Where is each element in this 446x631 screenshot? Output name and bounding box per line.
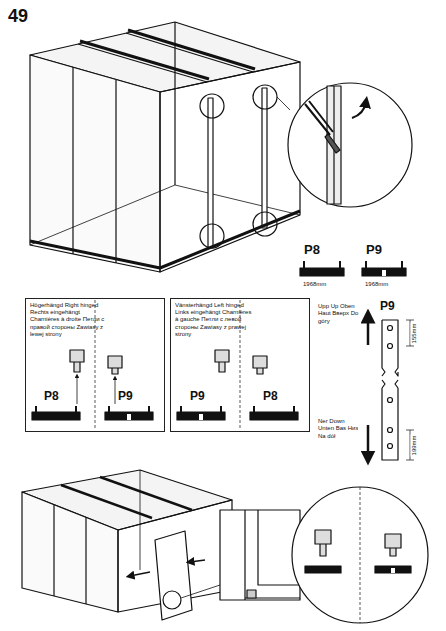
step-number: 49	[8, 6, 28, 27]
dimension: 155mm	[411, 322, 418, 344]
hinge-text: Vänsterhängd Left hinged Links eingehäng…	[171, 299, 257, 341]
dimension: 1968mm	[365, 281, 388, 288]
part-name: P9	[380, 300, 395, 314]
hinge-panel: Vänsterhängd Left hinged Links eingehäng…	[170, 298, 310, 432]
part-name: P8	[44, 390, 59, 404]
hinge-panel: Högerhängd Right hinged Rechts eingehäng…	[25, 298, 165, 432]
dimension: 1968mm	[303, 281, 326, 288]
direction-text: Upp Up Oben Haut Вверх Do góry	[318, 303, 360, 325]
part-name: P8	[263, 390, 278, 404]
dimension: 199mm	[411, 434, 418, 456]
part-name: P9	[366, 243, 382, 258]
part-name: P9	[118, 390, 133, 404]
hinge-text: Högerhängd Right hinged Rechts eingehäng…	[26, 299, 112, 341]
part-name: P8	[304, 243, 320, 258]
part-name: P9	[190, 390, 205, 404]
direction-text: Ner Down Unten Bas Низ Na dół	[318, 418, 360, 440]
